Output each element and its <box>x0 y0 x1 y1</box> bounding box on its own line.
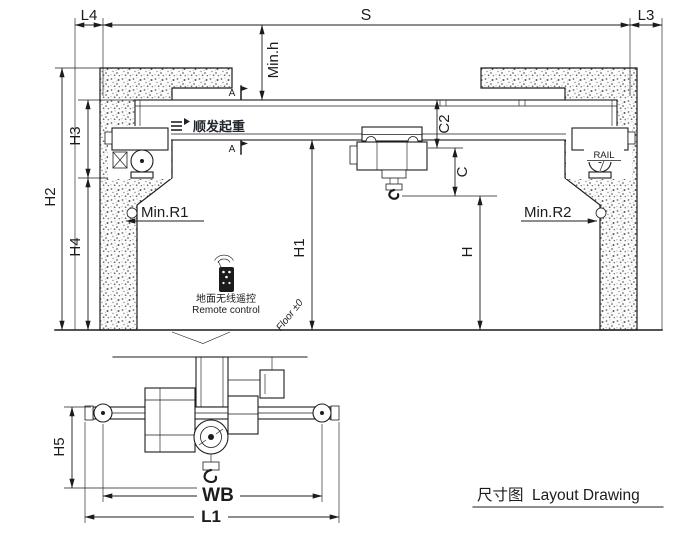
hoist-body <box>356 141 428 171</box>
left-dimensions: H3 H2 H4 <box>42 67 136 331</box>
title-cn: 尺寸图 <box>477 486 524 504</box>
hook-approach-right: Min.R2 <box>521 204 607 224</box>
remote-control: 地面无线遥控 Remote control <box>192 254 260 316</box>
left-rail <box>130 171 154 179</box>
title-en: Layout Drawing <box>532 487 640 504</box>
remote-label-cn: 地面无线遥控 <box>196 292 256 305</box>
dim-label-l4: L4 <box>81 7 98 24</box>
section-mark-bottom: A <box>229 140 248 155</box>
section-mark-letter: A <box>229 88 236 99</box>
middle-dimensions: C2 C H1 H <box>291 99 497 331</box>
section-mark-top: A <box>229 85 248 100</box>
remote-control-icon <box>219 267 234 292</box>
pendant-box <box>259 369 285 399</box>
floor: Floor ±0 <box>54 297 663 344</box>
hoist-motor-block <box>144 387 196 453</box>
signal-waves-icon <box>217 258 231 263</box>
hook-center-symbol <box>595 207 607 219</box>
hook-center-symbol <box>126 207 138 219</box>
hook-block-end-view <box>202 461 220 471</box>
brand-label: 顺发起重 <box>193 119 245 134</box>
dim-label-c2: C2 <box>436 114 453 133</box>
right-end-carriage: RAIL <box>566 126 636 179</box>
right-rail <box>588 171 612 179</box>
left-end-carriage <box>104 126 171 179</box>
end-view <box>84 356 340 484</box>
dim-label-min-h: Min.h <box>265 42 282 79</box>
dim-label-h4: H4 <box>67 237 84 256</box>
left-buffer <box>104 131 113 145</box>
bottom-dimensions: H5 WB L1 <box>51 406 340 526</box>
hook-end-view <box>203 468 218 484</box>
section-mark-letter: A <box>229 144 236 155</box>
dim-label-min-r2: Min.R2 <box>524 204 572 221</box>
rail-label: RAIL <box>593 150 614 161</box>
dim-label-wb: WB <box>202 485 234 506</box>
hook <box>388 188 400 200</box>
drawing-title: 尺寸图 Layout Drawing <box>472 486 664 508</box>
dim-label-s: S <box>361 7 372 24</box>
dim-label-min-r1: Min.R1 <box>141 204 189 221</box>
hook-approach-left: Min.R1 <box>125 204 204 224</box>
floor-label: Floor ±0 <box>274 297 305 333</box>
buffer-left <box>84 405 94 421</box>
remote-label-en: Remote control <box>192 305 260 316</box>
top-dimensions: L4 S L3 Min.h <box>74 7 663 330</box>
dim-label-l1: L1 <box>201 507 221 526</box>
dim-label-l3: L3 <box>638 7 655 24</box>
right-buffer <box>627 131 636 145</box>
dim-label-h: H <box>459 247 476 258</box>
gearbox <box>227 395 259 435</box>
ground-break-mark <box>171 331 231 344</box>
dim-label-h3: H3 <box>67 126 84 145</box>
dim-label-h1: H1 <box>291 238 308 257</box>
hoist-trolley <box>349 126 428 200</box>
dim-label-h2: H2 <box>42 187 59 206</box>
buffer-right <box>330 405 340 421</box>
hoist-motor <box>349 145 358 165</box>
brand-logo-icon <box>171 118 190 131</box>
dim-label-c: C <box>454 166 471 177</box>
dim-label-h5: H5 <box>51 437 68 456</box>
